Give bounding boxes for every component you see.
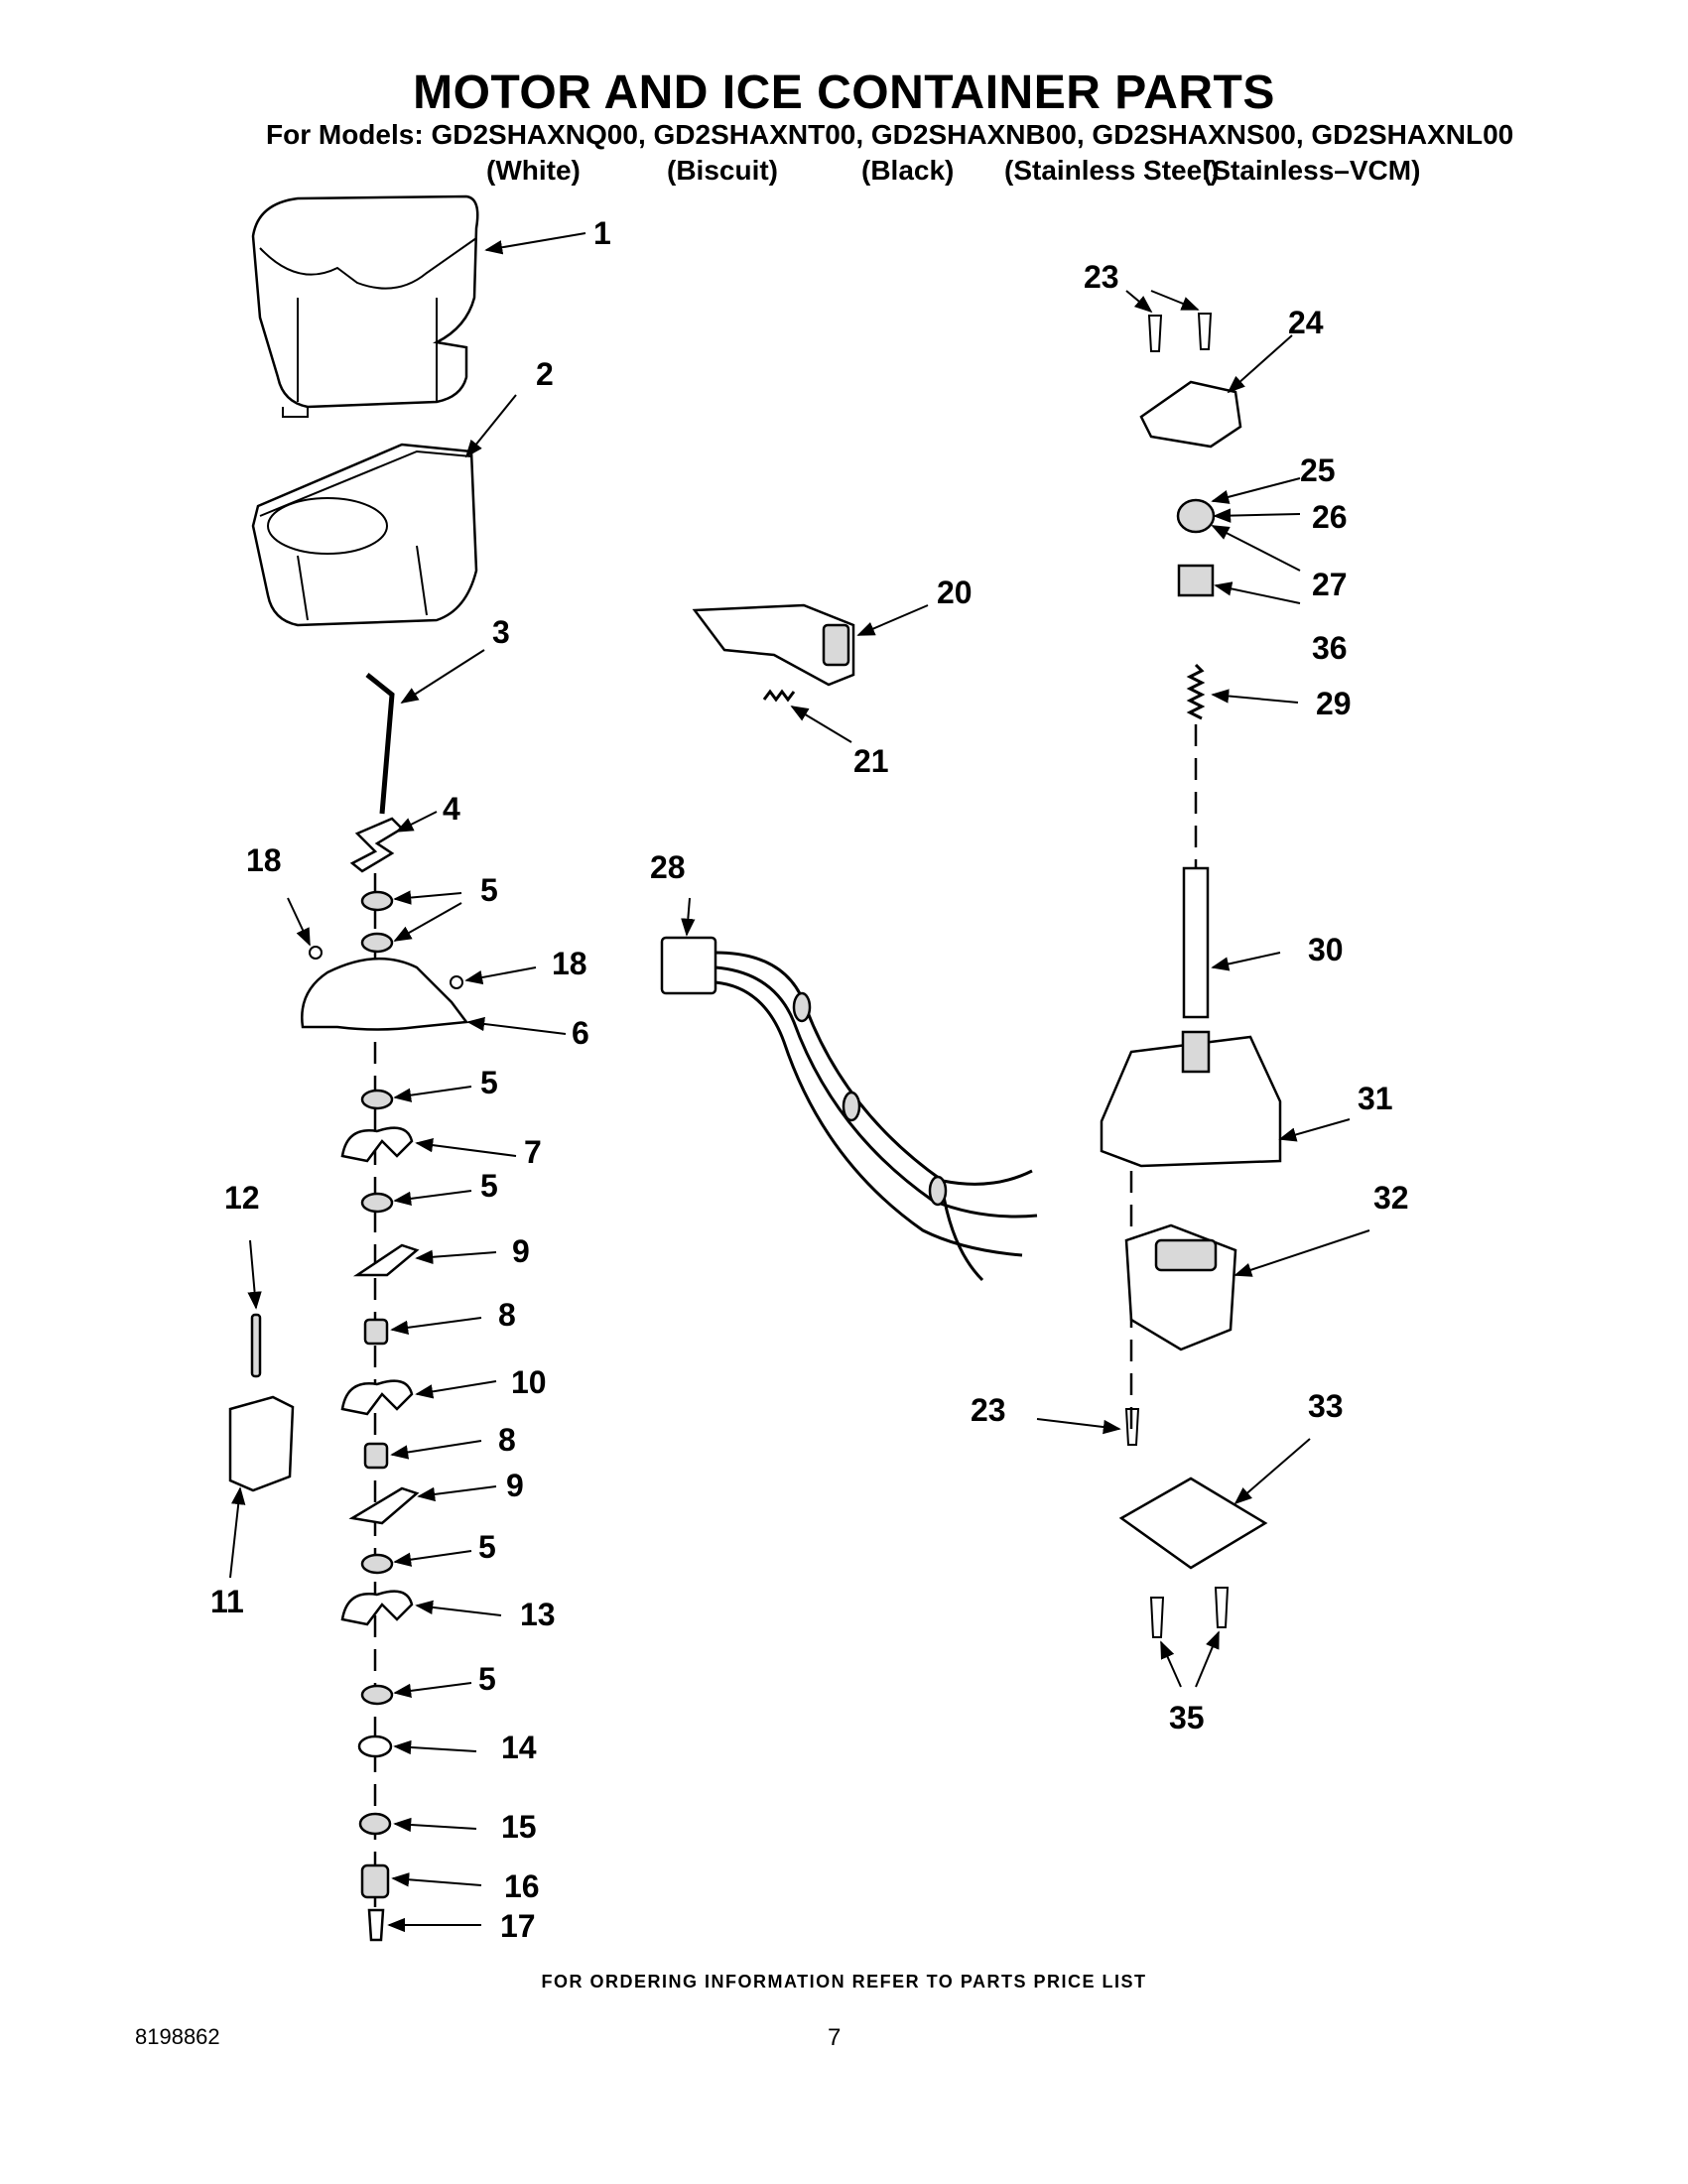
part-21-spring <box>762 689 796 703</box>
callout-35: 35 <box>1169 1700 1205 1735</box>
part-30-shaft <box>1182 866 1210 1019</box>
part-15-bearing <box>358 1812 392 1836</box>
part-14-washer <box>357 1734 393 1758</box>
part-18-screw-b <box>450 975 463 989</box>
callout-7: 7 <box>524 1134 542 1170</box>
callout-15: 15 <box>501 1809 537 1845</box>
part-16-nut <box>360 1863 390 1899</box>
leader-lines <box>229 232 1370 1933</box>
callout-27: 27 <box>1312 567 1348 602</box>
part-35-screw-a <box>1149 1597 1165 1638</box>
part-9-blade-b <box>348 1486 420 1525</box>
callout-30: 30 <box>1308 932 1344 967</box>
part-31-motor-housing <box>1100 1030 1282 1168</box>
part-11-block <box>228 1395 295 1492</box>
part-33-gasket <box>1118 1477 1268 1570</box>
part-6-cover-plate <box>301 957 469 1031</box>
part-13-blade <box>340 1590 414 1626</box>
callout-9a: 9 <box>512 1233 530 1269</box>
part-5-washer-d <box>360 1192 394 1214</box>
callout-5a: 5 <box>480 872 498 908</box>
part-10-blade <box>340 1379 414 1416</box>
callout-12: 12 <box>224 1180 260 1216</box>
callout-18b: 18 <box>552 946 587 981</box>
part-1-ice-bucket <box>251 194 479 418</box>
callout-36: 36 <box>1312 630 1348 666</box>
callout-29: 29 <box>1316 686 1352 721</box>
part-2-ice-container <box>251 443 478 627</box>
part-5-washer-a <box>360 890 394 912</box>
part-5-washer-f <box>360 1684 394 1706</box>
page-number: 7 <box>828 2024 842 2051</box>
callout-4: 4 <box>443 791 460 827</box>
part-36-drive-cup <box>1177 564 1215 597</box>
callout-8b: 8 <box>498 1422 516 1458</box>
callout-13: 13 <box>520 1597 556 1632</box>
part-20-switch-bracket <box>692 603 855 687</box>
callout-28: 28 <box>650 849 686 885</box>
ordering-note: FOR ORDERING INFORMATION REFER TO PARTS … <box>541 1972 1147 1991</box>
callout-16: 16 <box>504 1868 540 1904</box>
part-24-mount-plate <box>1139 380 1242 449</box>
callout-17: 17 <box>500 1908 536 1944</box>
callout-10: 10 <box>511 1364 547 1400</box>
part-23-screw-b <box>1197 313 1213 350</box>
callout-14: 14 <box>501 1730 537 1765</box>
variant-stainless-steel: (Stainless Steel) <box>1004 155 1220 186</box>
part-7-blade <box>340 1126 414 1163</box>
part-5-washer-e <box>360 1553 394 1575</box>
callout-20: 20 <box>937 575 973 610</box>
callout-9b: 9 <box>506 1468 524 1503</box>
part-5-washer-b <box>360 932 394 954</box>
callout-11: 11 <box>210 1584 244 1619</box>
callout-6: 6 <box>572 1015 589 1051</box>
callout-5b: 5 <box>480 1065 498 1100</box>
callout-1: 1 <box>593 215 611 251</box>
part-17-screw <box>367 1908 385 1942</box>
part-8-spacer-b <box>363 1442 389 1470</box>
callout-31: 31 <box>1358 1081 1393 1116</box>
part-12-pin <box>250 1313 262 1378</box>
models-line: For Models: GD2SHAXNQ00, GD2SHAXNT00, GD… <box>266 119 1514 150</box>
callout-23a: 23 <box>1084 259 1119 295</box>
callout-8a: 8 <box>498 1297 516 1333</box>
callout-3: 3 <box>492 614 510 650</box>
part-5-washer-c <box>360 1089 394 1110</box>
variant-stainless-vcm: (Stainless–VCM) <box>1203 155 1421 186</box>
document-number: 8198862 <box>135 2024 220 2049</box>
part-32-motor <box>1124 1223 1237 1351</box>
callout-18a: 18 <box>246 842 282 878</box>
variant-biscuit: (Biscuit) <box>667 155 778 186</box>
part-23-screw-c <box>1124 1408 1140 1446</box>
callout-23b: 23 <box>971 1392 1006 1428</box>
variant-white: (White) <box>486 155 581 186</box>
part-25-26-27-coupler <box>1176 498 1216 534</box>
part-18-screw-a <box>309 946 323 960</box>
part-4-bracket <box>349 817 405 873</box>
callout-5e: 5 <box>478 1661 496 1697</box>
callout-2: 2 <box>536 356 554 392</box>
callout-5d: 5 <box>478 1529 496 1565</box>
part-9-blade-a <box>352 1243 420 1277</box>
callout-26: 26 <box>1312 499 1348 535</box>
part-29-spring <box>1186 663 1206 720</box>
callout-32: 32 <box>1373 1180 1409 1216</box>
page-title: MOTOR AND ICE CONTAINER PARTS <box>413 66 1275 119</box>
variant-black: (Black) <box>861 155 955 186</box>
callout-21: 21 <box>853 743 889 779</box>
callout-25: 25 <box>1300 452 1336 488</box>
part-8-spacer-a <box>363 1318 389 1346</box>
callout-33: 33 <box>1308 1388 1344 1424</box>
callout-24: 24 <box>1288 305 1324 340</box>
part-28-wire-harness <box>660 936 1038 1282</box>
part-35-screw-b <box>1214 1587 1230 1628</box>
callout-5c: 5 <box>480 1168 498 1204</box>
part-23-screw-a <box>1147 315 1163 352</box>
part-3-crank-wire <box>365 673 395 815</box>
